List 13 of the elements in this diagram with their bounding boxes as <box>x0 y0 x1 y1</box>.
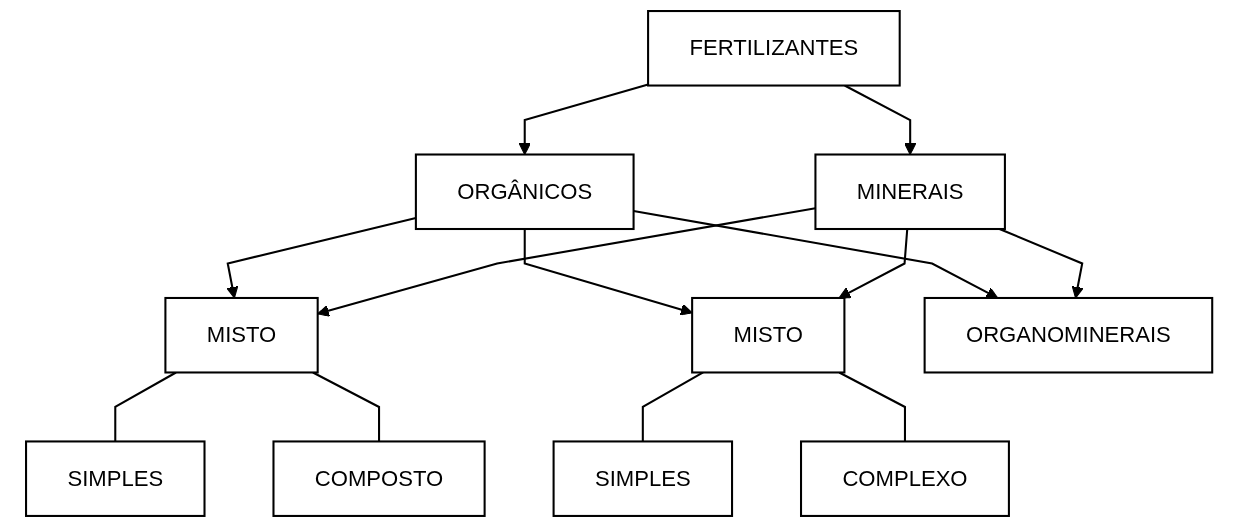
node-box: COMPOSTO <box>272 440 486 517</box>
node-box: COMPLEXO <box>800 440 1011 517</box>
node-box: ORGÂNICOS <box>415 153 635 231</box>
connector <box>839 371 907 442</box>
node-box: SIMPLES <box>25 440 206 517</box>
connector <box>312 371 381 442</box>
node-box: SIMPLES <box>552 440 734 517</box>
node-box: MINERAIS <box>814 153 1007 231</box>
node-box: FERTILIZANTES <box>647 10 902 87</box>
node-box: ORGANOMINERAIS <box>923 296 1214 374</box>
node-box: MISTO <box>164 296 320 374</box>
node-box: MISTO <box>691 296 846 374</box>
arrow <box>633 209 999 299</box>
